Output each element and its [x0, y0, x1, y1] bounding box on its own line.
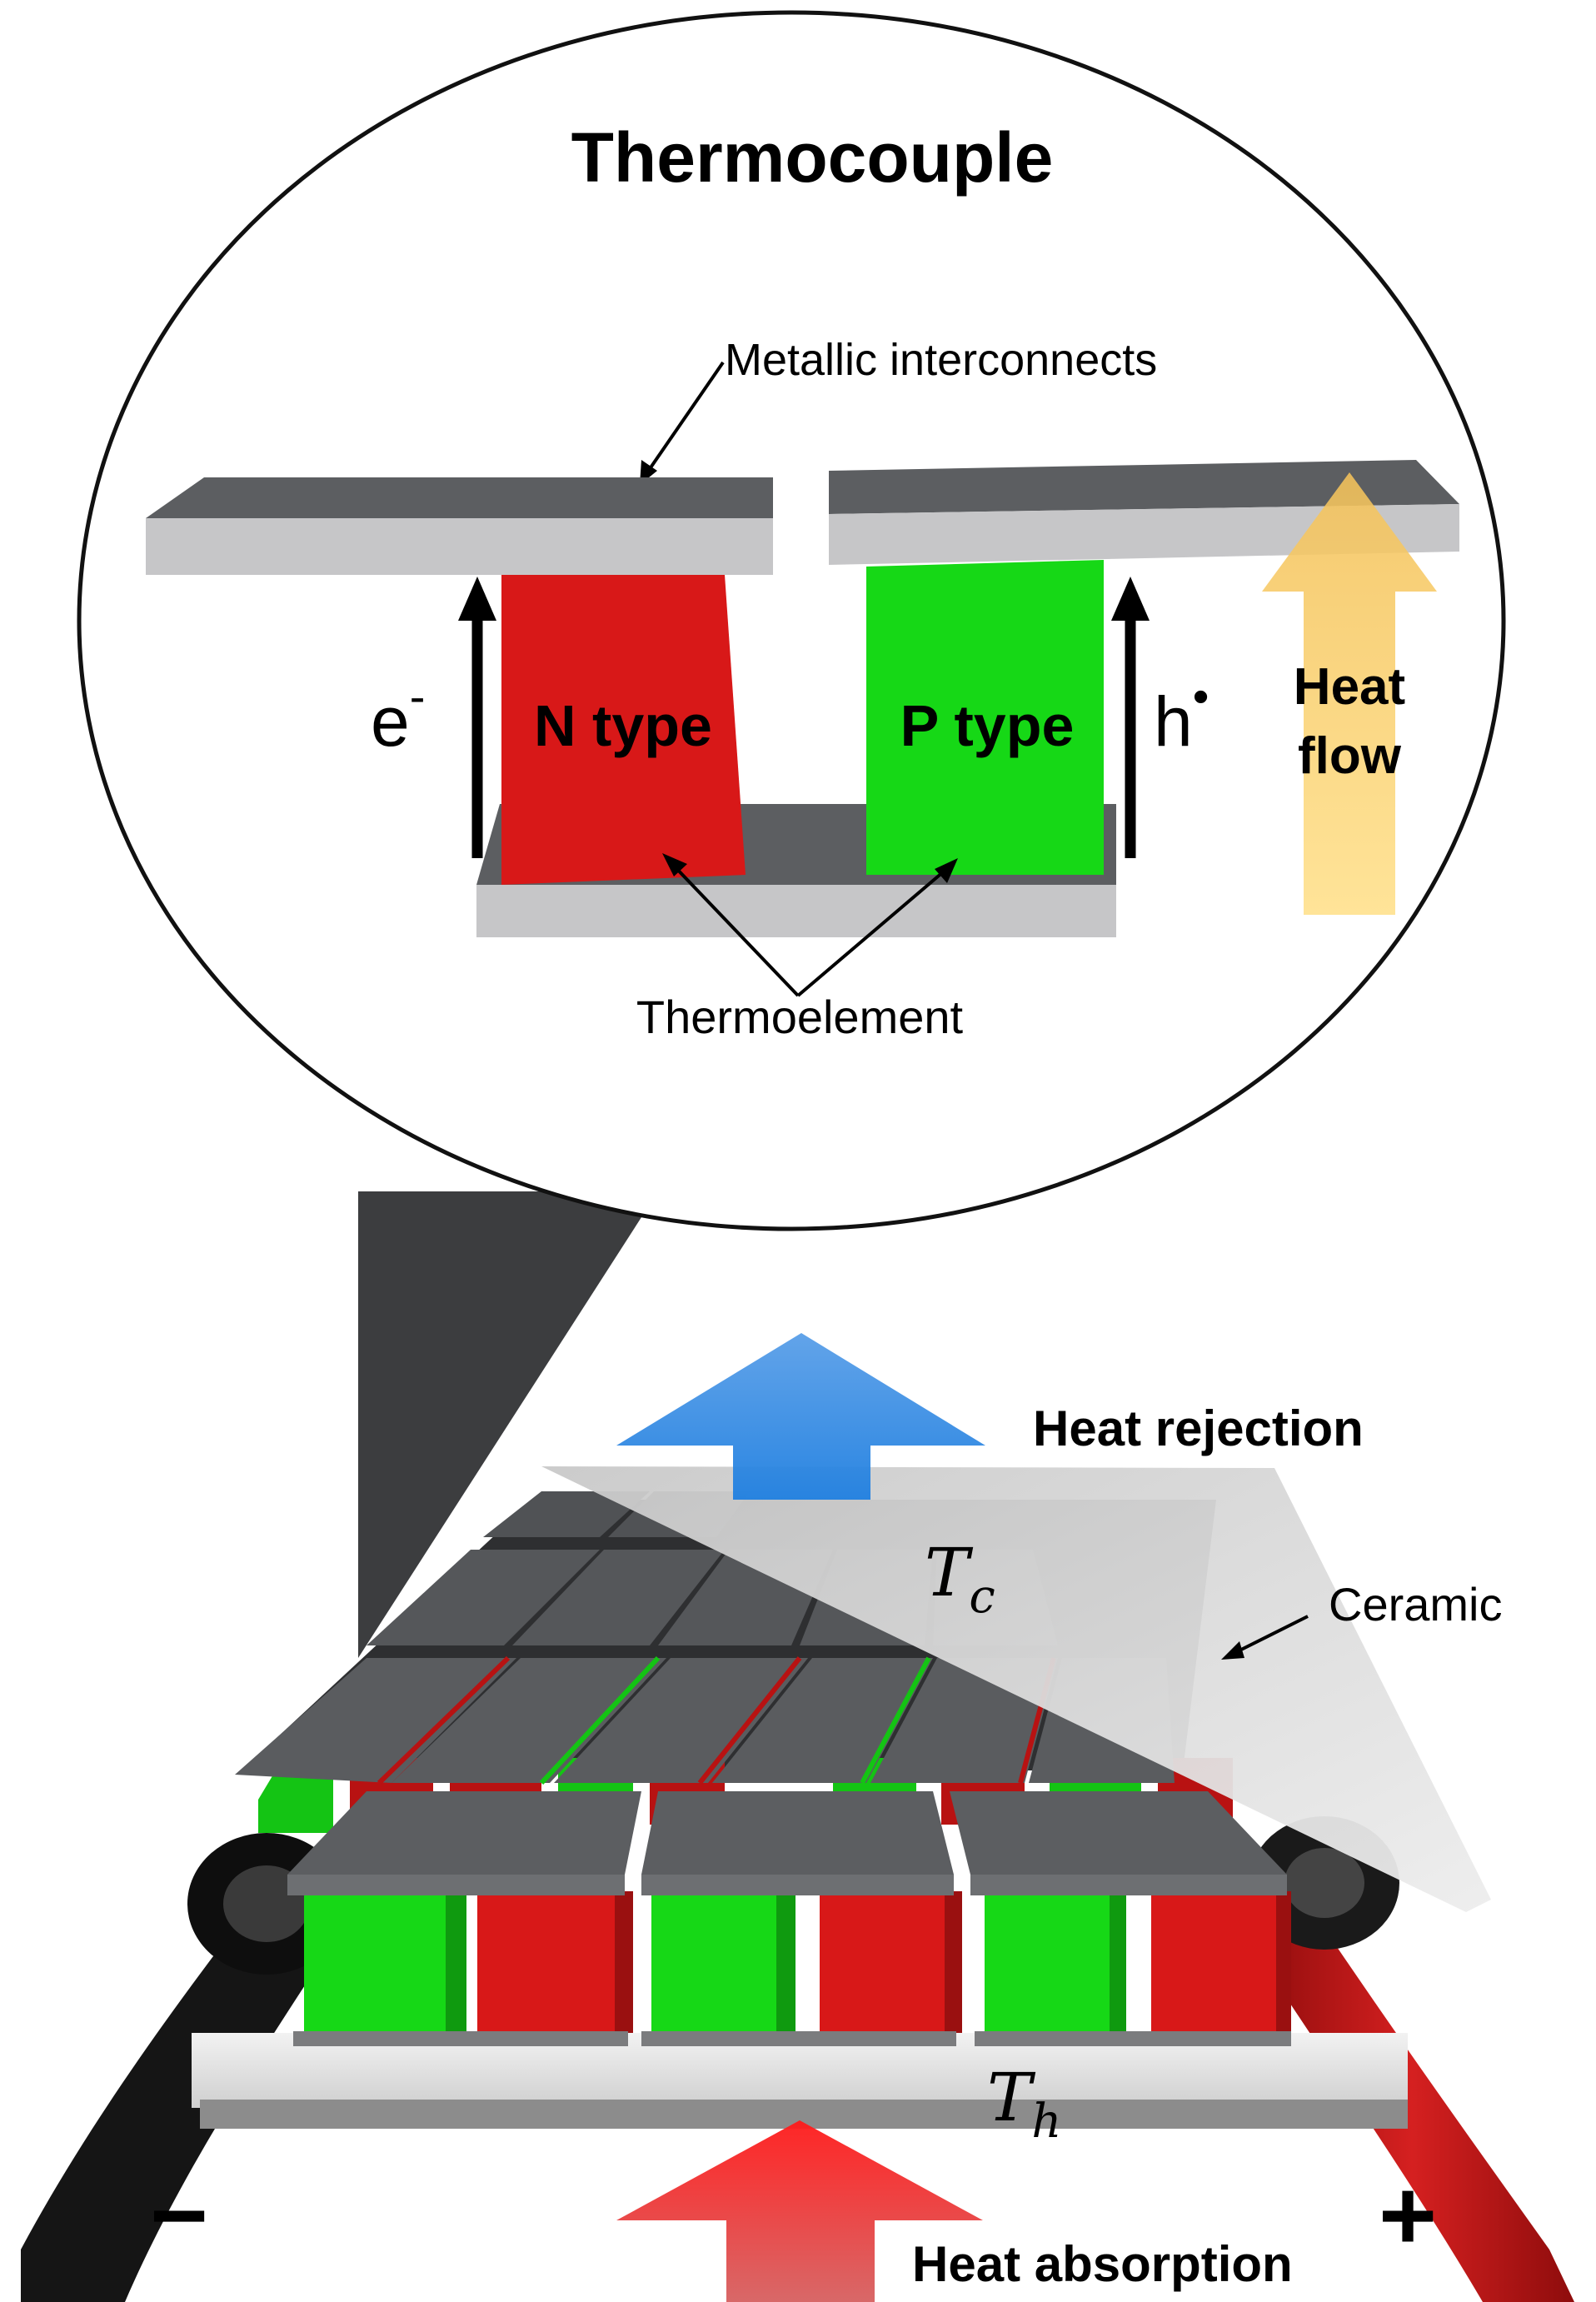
heat-absorption-label: Heat absorption — [912, 2236, 1293, 2292]
p-type-element — [866, 560, 1104, 875]
hole-label: h• — [1154, 670, 1209, 761]
t-hot-label: Th — [987, 2059, 1061, 2149]
positive-terminal-label: + — [1379, 2160, 1437, 2271]
ceramic-pointer-arrowhead — [1221, 1641, 1244, 1660]
thermoelement-arrowhead-left — [662, 853, 687, 876]
p-type-label: P type — [900, 693, 1075, 758]
ceramic-plate — [541, 1466, 1491, 1912]
t-cold-label: Tc — [925, 1534, 995, 1624]
ceramic-pointer-line — [1232, 1615, 1309, 1655]
thermoelement-pointer-left — [669, 861, 800, 997]
ceramic-label: Ceramic — [1329, 1578, 1502, 1630]
n-type-label: N type — [534, 693, 712, 758]
front-row-pellets — [293, 1891, 1291, 2046]
electron-label: e- — [371, 670, 425, 761]
front-pellet-n-2 — [820, 1891, 945, 2033]
thermocouple-title: Thermocouple — [571, 118, 1054, 197]
thermocouple-callout-bubble — [77, 10, 1506, 1231]
heat-flow-arrow — [1262, 472, 1437, 915]
heat-flow-label-line1: Heat — [1294, 658, 1405, 716]
front-row-interconnects — [287, 1791, 1287, 1895]
front-pellet-n-1 — [477, 1891, 615, 2033]
thermoelement-arrowhead-right — [935, 858, 958, 883]
thermoelement-label: Thermoelement — [636, 991, 964, 1043]
front-pellet-n-3 — [1151, 1891, 1276, 2033]
thermoelement-pointer-right — [796, 865, 951, 997]
hole-flow-arrowhead — [1111, 577, 1150, 621]
electron-flow-arrowhead — [458, 577, 496, 621]
front-pellet-p-3 — [985, 1891, 1110, 2033]
front-pellet-p-2 — [651, 1891, 776, 2033]
heat-rejection-label: Heat rejection — [1033, 1401, 1364, 1456]
heat-rejection-arrow — [616, 1333, 985, 1500]
interconnects-pointer-line — [644, 361, 725, 477]
heat-flow-label-line2: flow — [1298, 727, 1402, 785]
heat-absorption-arrow — [616, 2120, 983, 2302]
callout-pointer — [358, 1191, 658, 1658]
metallic-interconnects-label: Metallic interconnects — [725, 335, 1157, 385]
front-pellet-p-1 — [304, 1891, 446, 2033]
bottom-ceramic-base — [192, 2033, 1408, 2129]
top-interconnect-left — [146, 477, 773, 575]
n-type-element — [501, 575, 746, 885]
negative-terminal-label: − — [150, 2160, 208, 2271]
